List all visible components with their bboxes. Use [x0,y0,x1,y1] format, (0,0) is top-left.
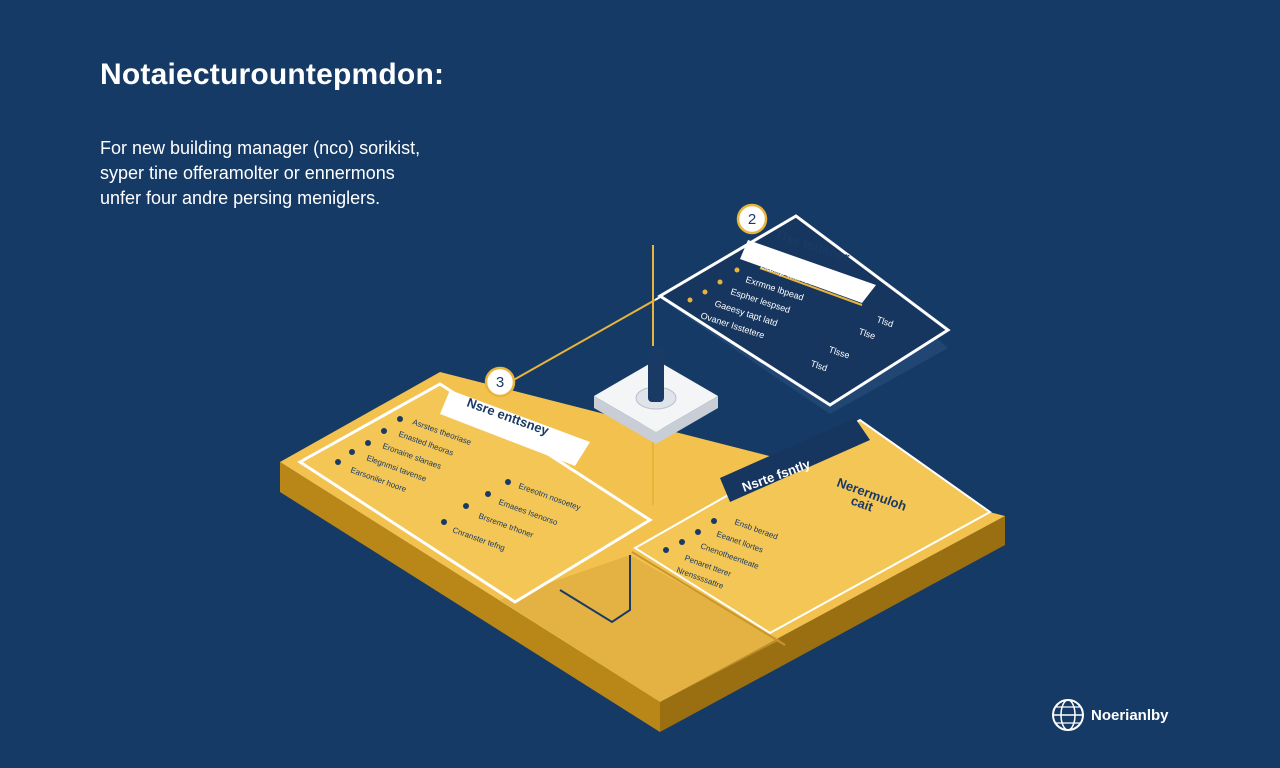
brand-name: Noerianlby [1091,706,1169,724]
left-badge [484,366,516,398]
bullet-icon [695,529,701,535]
upper-panel-accent [759,267,863,306]
bullet-icon [335,459,341,465]
board-left-side [280,462,660,732]
bullet-icon [734,267,740,273]
upper-panel-header [740,240,876,303]
pedestal-post [648,346,664,402]
bullet-icon [711,518,717,524]
right-callout-line: cait [849,493,876,515]
bullet-icon [505,479,511,485]
bullet-icon [441,519,447,525]
left-badge-number: 3 [496,374,504,391]
intro-line: For new building manager (nco) sorikist, [100,138,421,158]
bullet-icon [702,289,708,295]
bullet-icon [381,428,387,434]
bullet-icon [687,297,693,303]
board-shadow [500,555,780,702]
pedestal-side [594,396,718,444]
bullet-icon [463,503,469,509]
page-title: Notaiecturountepmdon: [100,58,445,91]
bullet-icon [717,279,723,285]
intro-paragraph: For new building manager (nco) sorikist,… [100,136,520,211]
bullet-icon [485,491,491,497]
bullet-icon [349,449,355,455]
intro-line: unfer four andre persing meniglers. [100,188,381,208]
upper-badge [736,203,768,235]
bullet-icon [679,539,685,545]
left-panel-header [440,390,590,466]
bullet-icon [397,416,403,422]
connector-line-left [509,299,656,383]
board-seam [631,551,786,646]
left-sheet [297,382,653,604]
upper-badge-number: 2 [748,211,756,228]
brand: Noerianlby [1051,698,1169,732]
globe-icon [1052,699,1084,731]
bullet-icon [663,547,669,553]
board-right-side [660,516,1005,732]
bullet-icon [365,440,371,446]
intro-line: syper tine offeramolter or ennermons [100,163,395,183]
connector-line-base [559,555,631,624]
right-panel-header [720,418,870,502]
